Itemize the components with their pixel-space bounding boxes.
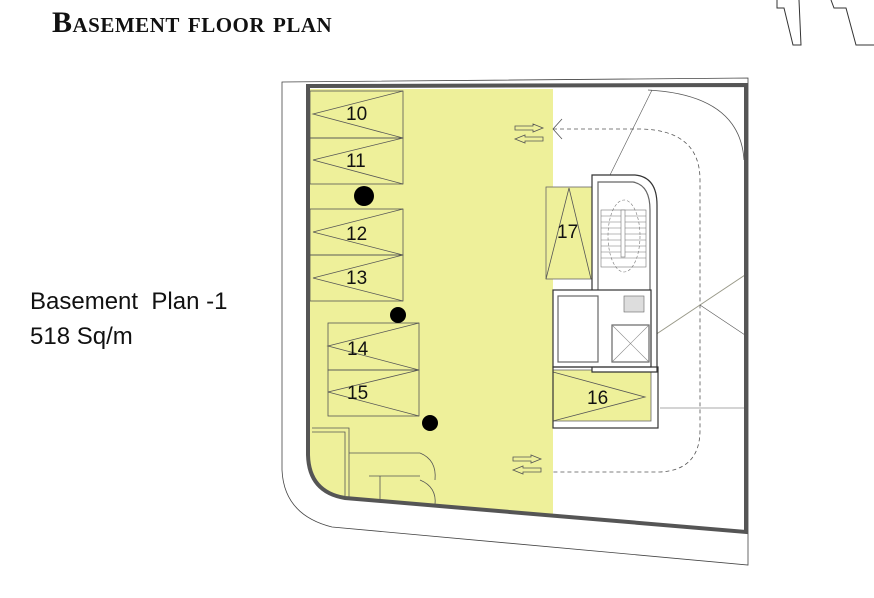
- ramp-path: [553, 128, 701, 473]
- storage-rooms: [312, 427, 436, 506]
- slot-labels: 10 11 12 13 14 15 16 17: [346, 104, 608, 409]
- exterior-wall: [306, 82, 748, 535]
- building-core: [552, 174, 659, 429]
- parking-area-16: [552, 369, 652, 422]
- column: [390, 307, 406, 323]
- parking-slots: [309, 90, 647, 422]
- slot-15: 15: [347, 383, 368, 404]
- slot-13: 13: [346, 268, 367, 289]
- stairs-icon: [600, 199, 647, 273]
- column: [422, 415, 438, 431]
- slot-17: 17: [557, 222, 578, 243]
- slot-14: 14: [347, 339, 369, 360]
- plan-info: Basement Plan -1 518 Sq/m: [30, 284, 227, 354]
- slot-10: 10: [346, 104, 367, 125]
- corner-decoration: [776, 0, 874, 46]
- column: [354, 186, 374, 206]
- slot-11: 11: [346, 151, 366, 172]
- plan-name: Basement Plan -1: [30, 288, 228, 315]
- ramp-curve: [647, 89, 745, 161]
- slot-12: 12: [346, 224, 367, 245]
- slot-16: 16: [587, 388, 608, 409]
- page-title: Basement floor plan: [52, 6, 333, 39]
- plan-area: 518 Sq/m: [30, 323, 133, 350]
- traffic-arrows: [511, 118, 563, 475]
